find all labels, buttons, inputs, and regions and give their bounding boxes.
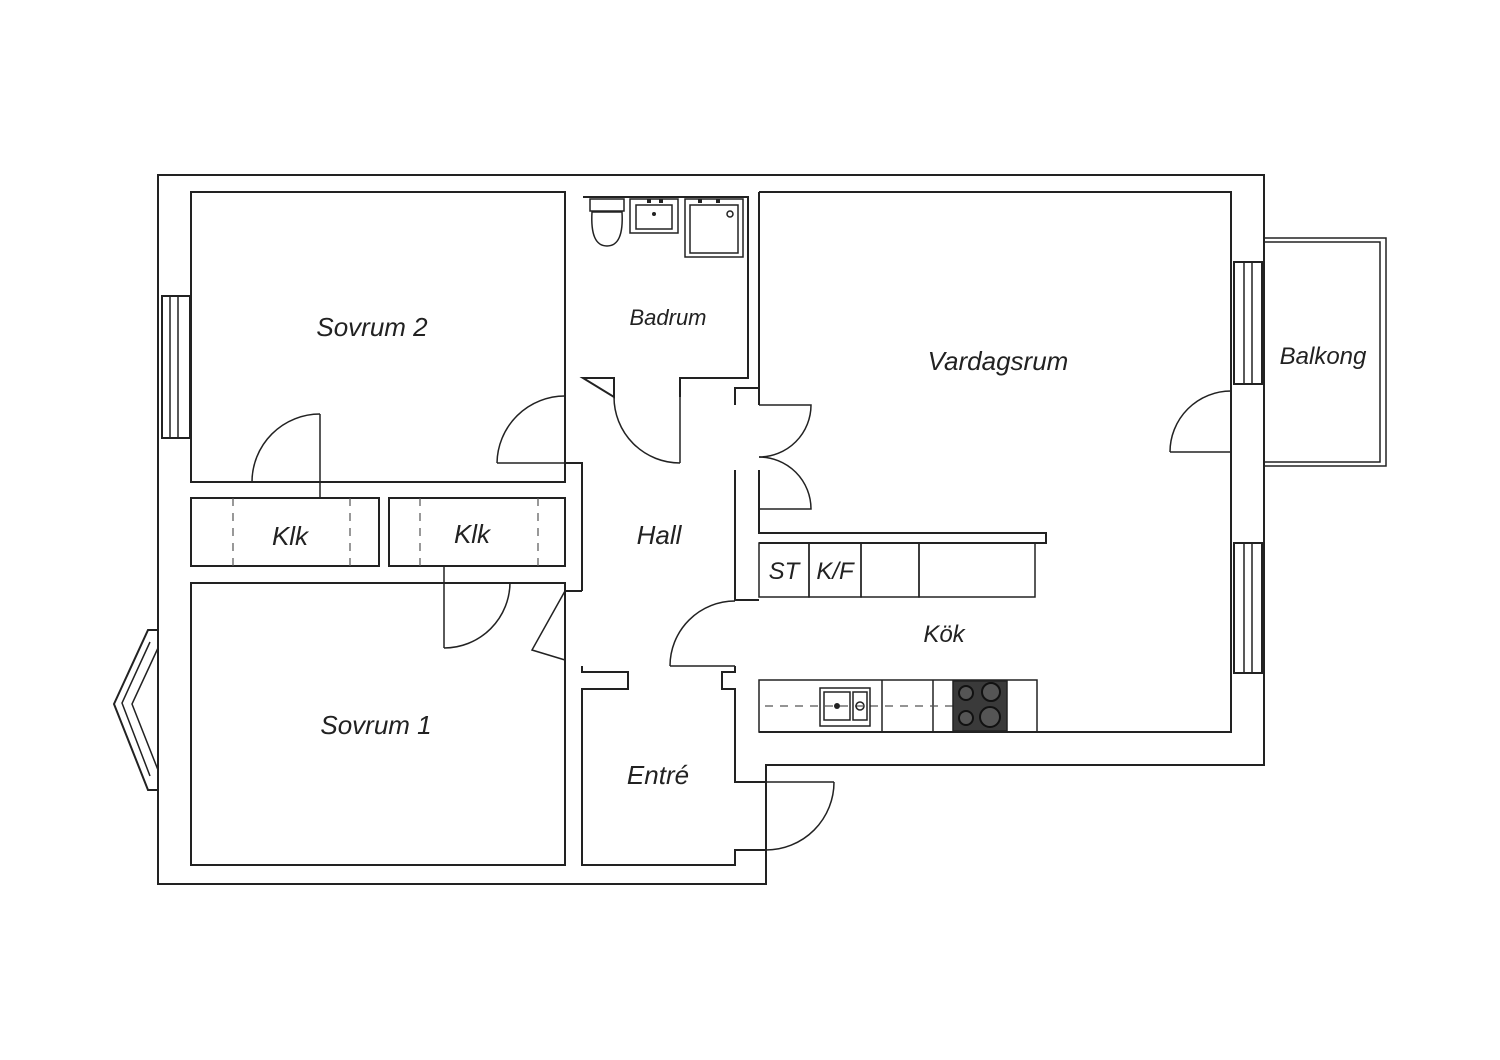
stove-icon [952, 680, 1008, 732]
label-sovrum-1: Sovrum 1 [320, 710, 431, 740]
bay-window [112, 629, 159, 791]
label-vardagsrum: Vardagsrum [928, 346, 1069, 376]
outer-wall [157, 174, 1265, 885]
window-icon [161, 295, 191, 439]
closet-right [388, 497, 566, 567]
kitchen-counter-lower [758, 679, 1038, 733]
label-klk-left: Klk [272, 521, 310, 551]
label-kf: K/F [816, 558, 855, 585]
toilet-icon [589, 198, 625, 247]
room-sovrum-1 [190, 582, 566, 866]
door-icon [251, 390, 1232, 851]
label-entre: Entré [627, 760, 689, 790]
label-st: ST [769, 558, 802, 585]
room-vardagsrum [759, 191, 1232, 733]
closet-left [190, 497, 380, 567]
sink-icon [629, 198, 679, 234]
kitchen-counter-upper [758, 542, 1036, 598]
label-sovrum-2: Sovrum 2 [316, 312, 428, 342]
label-badrum: Badrum [629, 305, 706, 330]
kitchen-sink-icon [819, 687, 871, 727]
label-balkong: Balkong [1280, 343, 1367, 370]
label-hall: Hall [637, 520, 683, 550]
window-icon [1233, 542, 1263, 674]
room-badrum [579, 196, 749, 399]
room-hall [565, 462, 583, 592]
label-klk-right: Klk [454, 519, 492, 549]
room-sovrum-2 [190, 191, 566, 483]
shower-icon [684, 198, 744, 258]
window-icon [1233, 261, 1263, 385]
label-kok: Kök [923, 621, 966, 648]
balcony [1263, 237, 1387, 467]
